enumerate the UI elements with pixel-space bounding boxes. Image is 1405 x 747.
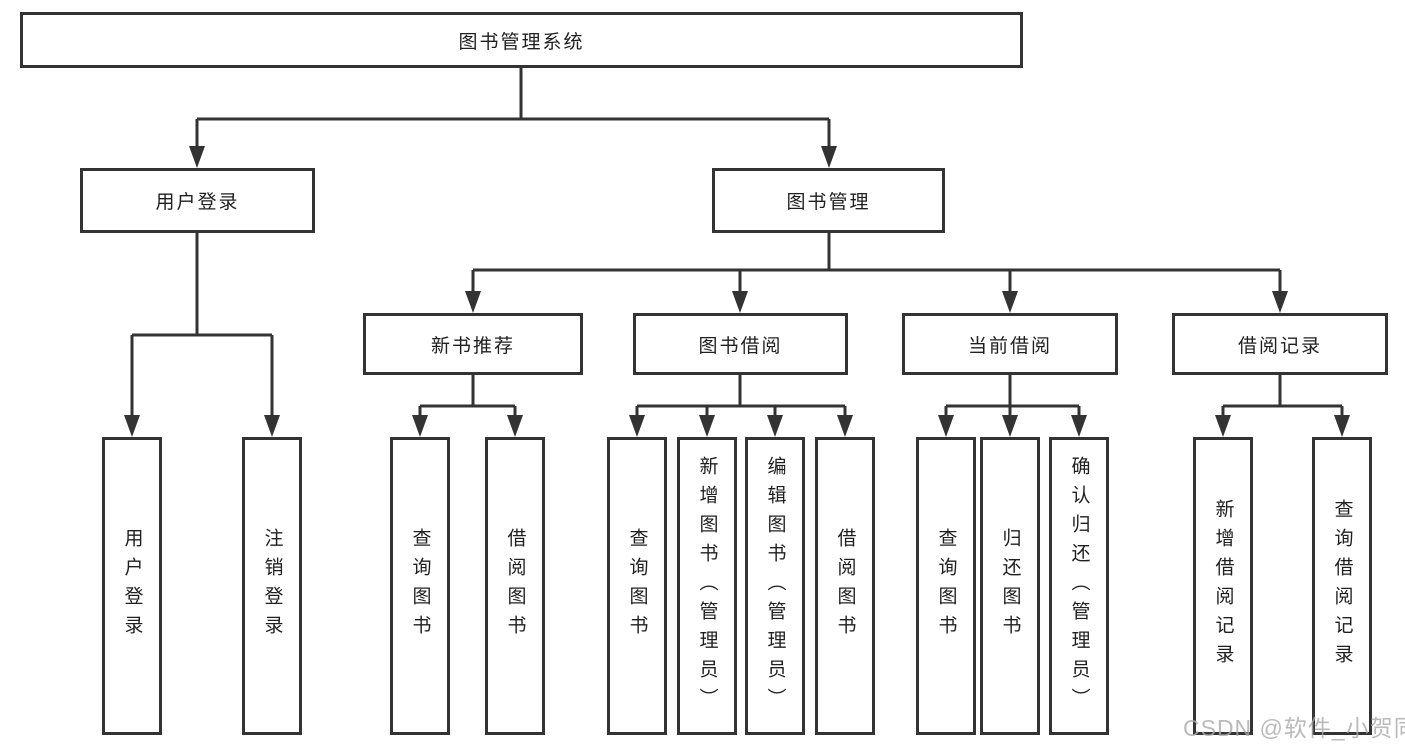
arrowhead [821, 146, 837, 168]
arrowhead [465, 291, 481, 313]
node-label: 用户登录 [121, 528, 143, 644]
node-current-borrowing: 当前借阅 [902, 313, 1118, 375]
arrowhead [412, 415, 428, 437]
connector-user-login [130, 233, 274, 417]
node-label: 查询借阅记录 [1331, 499, 1353, 673]
node-label: 查询图书 [626, 528, 648, 644]
node-label: 注销登录 [261, 528, 283, 644]
watermark: CSDN @软件_小贺同学 [1183, 715, 1405, 741]
node-query-books: 查询图书 [607, 437, 667, 735]
node-label: 新增借阅记录 [1212, 499, 1234, 673]
node-label: 归还图书 [999, 528, 1021, 644]
arrowhead [124, 415, 140, 437]
arrowhead [1002, 415, 1018, 437]
arrowhead [507, 415, 523, 437]
node-label: 确认归还（管理员） [1068, 455, 1090, 717]
arrowhead [767, 415, 783, 437]
node-user-login: 用户登录 [80, 168, 315, 233]
arrowhead [1071, 415, 1087, 437]
node-library-management-system: 图书管理系统 [20, 12, 1023, 68]
node-borrow-books: 借阅图书 [815, 437, 875, 735]
node-user-login-leaf: 用户登录 [102, 437, 162, 735]
arrowhead [732, 291, 748, 313]
connector-root [195, 68, 831, 148]
arrowhead [1272, 291, 1288, 313]
node-label: 查询图书 [935, 528, 957, 644]
node-borrow-books: 借阅图书 [485, 437, 545, 735]
arrowhead [837, 415, 853, 437]
connector-book-management [471, 233, 1282, 293]
node-book-borrowing: 图书借阅 [633, 313, 848, 375]
arrowhead [189, 146, 205, 168]
node-logout: 注销登录 [242, 437, 302, 735]
arrowhead [699, 415, 715, 437]
connector-current-borrowing [944, 375, 1081, 417]
node-add-book-admin: 新增图书（管理员） [677, 437, 737, 735]
node-confirm-return-admin: 确认归还（管理员） [1049, 437, 1109, 735]
arrowhead [938, 415, 954, 437]
node-query-books: 查询图书 [390, 437, 450, 735]
node-return-books: 归还图书 [980, 437, 1040, 735]
node-label: 编辑图书（管理员） [764, 455, 786, 717]
arrowhead [1334, 415, 1350, 437]
node-label: 借阅图书 [834, 528, 856, 644]
node-add-borrow-record: 新增借阅记录 [1193, 437, 1253, 735]
node-label: 借阅图书 [504, 528, 526, 644]
node-query-books: 查询图书 [916, 437, 976, 735]
arrowhead [1215, 415, 1231, 437]
node-label: 查询图书 [409, 528, 431, 644]
node-edit-book-admin: 编辑图书（管理员） [745, 437, 805, 735]
node-label: 新增图书（管理员） [696, 455, 718, 717]
node-new-book-recommendation: 新书推荐 [363, 313, 583, 375]
arrowhead [1002, 291, 1018, 313]
node-book-management: 图书管理 [712, 168, 945, 233]
connector-new-book-recommendation [418, 375, 517, 417]
connector-borrowing-records [1221, 375, 1344, 417]
node-borrowing-records: 借阅记录 [1172, 313, 1388, 375]
arrowhead [629, 415, 645, 437]
node-query-borrow-record: 查询借阅记录 [1312, 437, 1372, 735]
arrowhead [264, 415, 280, 437]
connector-book-borrowing [635, 375, 847, 417]
